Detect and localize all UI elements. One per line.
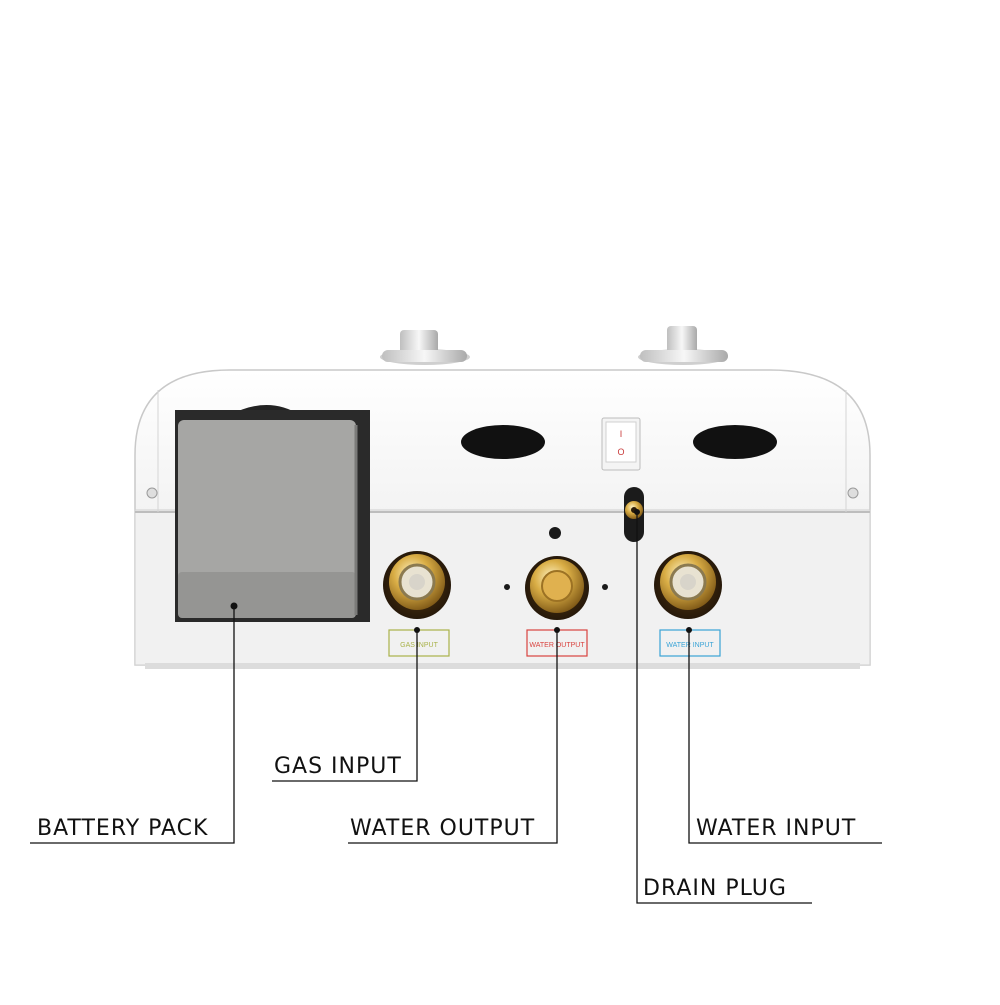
switch-on-label: I xyxy=(620,429,623,439)
mount-hole-left xyxy=(504,584,510,590)
callout-drain-plug: DRAIN PLUG xyxy=(643,876,787,901)
leader-gas-input xyxy=(272,630,418,782)
power-switch: I O xyxy=(601,417,641,471)
dot-gas-input xyxy=(414,627,420,633)
battery-pack xyxy=(175,405,370,622)
vent-right xyxy=(693,425,777,459)
leader-dots xyxy=(230,509,692,633)
leader-drain-plug xyxy=(636,512,812,904)
leader-water-input xyxy=(688,630,882,844)
screw-right xyxy=(847,487,859,499)
drain-plug xyxy=(624,487,644,542)
gas-input-fitting xyxy=(383,551,451,619)
water-input-tag-text: WATER INPUT xyxy=(666,642,714,649)
leader-battery-pack xyxy=(30,606,235,844)
water-input-fitting xyxy=(654,551,722,619)
leader-water-output xyxy=(348,630,558,844)
callout-water-output: WATER OUTPUT xyxy=(350,816,536,841)
gas-input-tag-text: GAS INPUT xyxy=(400,642,438,649)
water-output-fitting xyxy=(525,556,589,620)
dot-water-input xyxy=(686,627,692,633)
water-knob xyxy=(638,326,728,365)
callout-water-input: WATER INPUT xyxy=(696,816,857,841)
switch-off-label: O xyxy=(617,447,624,457)
vent-left xyxy=(461,425,545,459)
callout-battery-pack: BATTERY PACK xyxy=(37,816,209,841)
gas-knob xyxy=(380,330,470,365)
sensor-hole xyxy=(549,527,561,539)
dot-drain-plug xyxy=(634,509,640,515)
leader-lines xyxy=(30,512,882,904)
dot-battery-pack xyxy=(230,602,238,610)
mount-hole-right xyxy=(602,584,608,590)
dot-water-output xyxy=(554,627,560,633)
screw-left xyxy=(146,487,158,499)
callout-gas-input: GAS INPUT xyxy=(274,754,402,779)
